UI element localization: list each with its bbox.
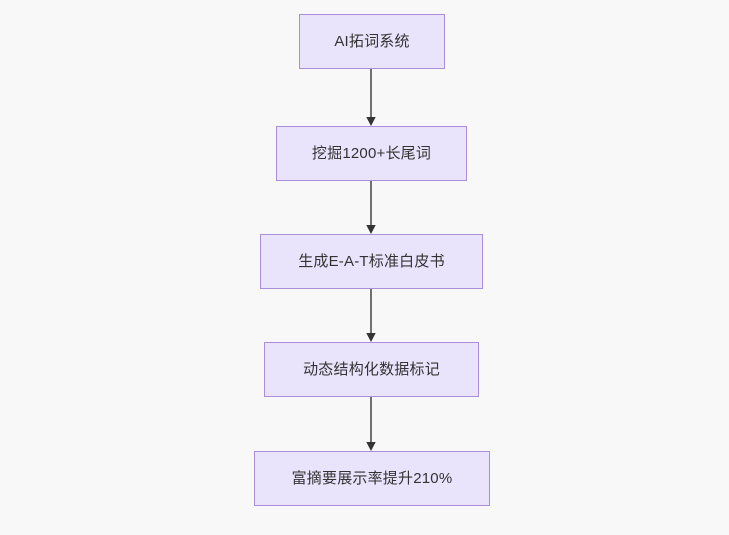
flowchart-node-dynamic-structured-data-markup[interactable]: 动态结构化数据标记 xyxy=(264,342,479,397)
edge-arrow-icon xyxy=(366,397,376,451)
edge-arrow-icon xyxy=(366,69,376,126)
flowchart-node-mine-longtail-keywords[interactable]: 挖掘1200+长尾词 xyxy=(276,126,467,181)
node-label: 生成E-A-T标准白皮书 xyxy=(298,252,445,270)
node-label: 富摘要展示率提升210% xyxy=(291,469,453,487)
edge-arrow-icon xyxy=(366,289,376,342)
node-label: 挖掘1200+长尾词 xyxy=(311,144,432,162)
node-label: 动态结构化数据标记 xyxy=(303,360,440,378)
edge-n4-n5 xyxy=(361,397,381,451)
flowchart-node-ai-keyword-system[interactable]: AI拓词系统 xyxy=(299,14,445,69)
edge-n1-n2 xyxy=(361,69,381,126)
edge-arrow-icon xyxy=(366,181,376,234)
edge-n3-n4 xyxy=(361,289,381,342)
edge-n2-n3 xyxy=(361,181,381,234)
flowchart-node-rich-snippet-rate-increase[interactable]: 富摘要展示率提升210% xyxy=(254,451,490,506)
node-label: AI拓词系统 xyxy=(334,32,410,50)
flowchart-node-generate-eat-whitepaper[interactable]: 生成E-A-T标准白皮书 xyxy=(260,234,483,289)
